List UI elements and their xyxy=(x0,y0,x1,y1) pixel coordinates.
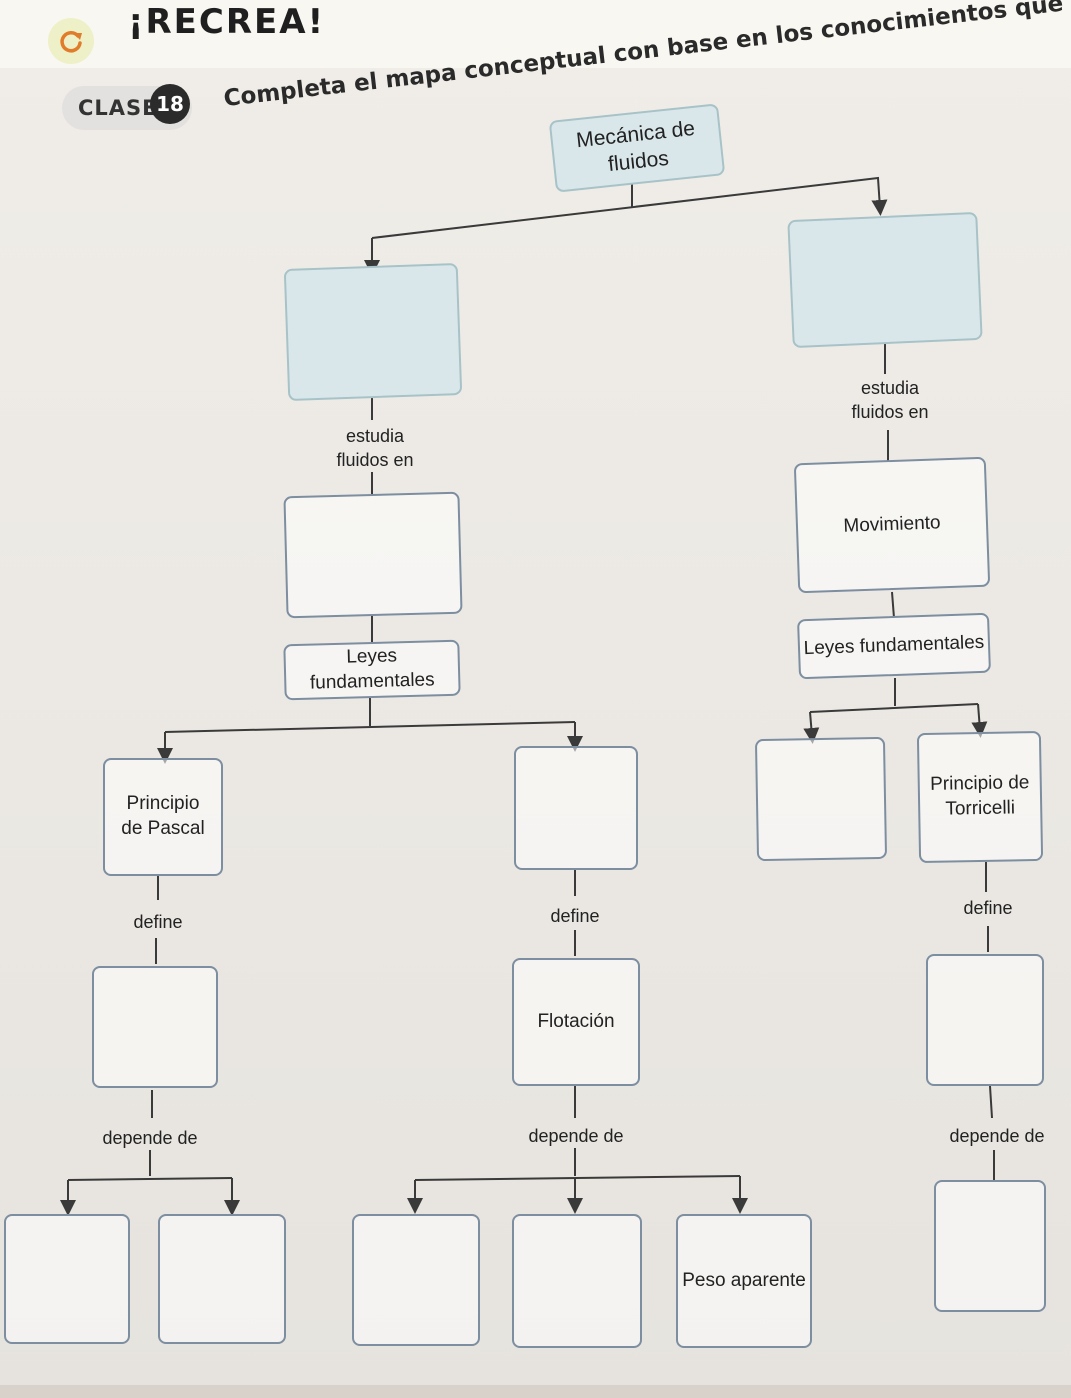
clase-label: CLASE xyxy=(78,96,158,120)
blank-torricelli-concept[interactable] xyxy=(926,954,1044,1086)
box-flotacion: Flotación xyxy=(512,958,640,1086)
blank-pascal-concept[interactable] xyxy=(92,966,218,1088)
box-leyes-right: Leyes fundamentales xyxy=(797,612,991,680)
blank-left-state[interactable] xyxy=(283,491,463,619)
blank-left-top[interactable] xyxy=(283,263,463,401)
blank-pascal-factor-b[interactable] xyxy=(158,1214,286,1344)
section-title: ¡RECREA! xyxy=(128,2,326,42)
link-left-estudia: estudia fluidos en xyxy=(336,426,414,471)
blank-pascal-factor-a[interactable] xyxy=(4,1214,130,1344)
box-torricelli: Principio de Torricelli xyxy=(916,730,1044,864)
box-peso-aparente: Peso aparente xyxy=(676,1214,812,1348)
blank-right-top[interactable] xyxy=(787,211,983,349)
box-leyes-left: Leyes fundamentales xyxy=(283,639,461,701)
header-bar xyxy=(0,0,1071,68)
refresh-arrow-icon xyxy=(48,18,94,64)
blank-law-right[interactable] xyxy=(754,736,888,862)
link-depende-pascal: depende de xyxy=(102,1128,198,1148)
link-define-pascal: define xyxy=(133,912,183,932)
blank-torricelli-factor[interactable] xyxy=(934,1180,1046,1312)
blank-flotacion-factor-a[interactable] xyxy=(352,1214,480,1346)
clase-number: 18 xyxy=(150,84,190,124)
blank-flotacion-factor-b[interactable] xyxy=(512,1214,642,1348)
link-define-middle: define xyxy=(550,906,600,926)
link-depende-torricelli: depende de xyxy=(949,1126,1045,1146)
box-pascal: Principio de Pascal xyxy=(103,758,223,876)
link-right-estudia: estudia fluidos en xyxy=(851,378,929,423)
page-edge xyxy=(0,1385,1071,1398)
box-movimiento: Movimiento xyxy=(793,456,991,594)
blank-law-middle[interactable] xyxy=(514,746,638,870)
link-depende-middle: depende de xyxy=(528,1126,624,1146)
link-define-torricelli: define xyxy=(963,898,1013,918)
